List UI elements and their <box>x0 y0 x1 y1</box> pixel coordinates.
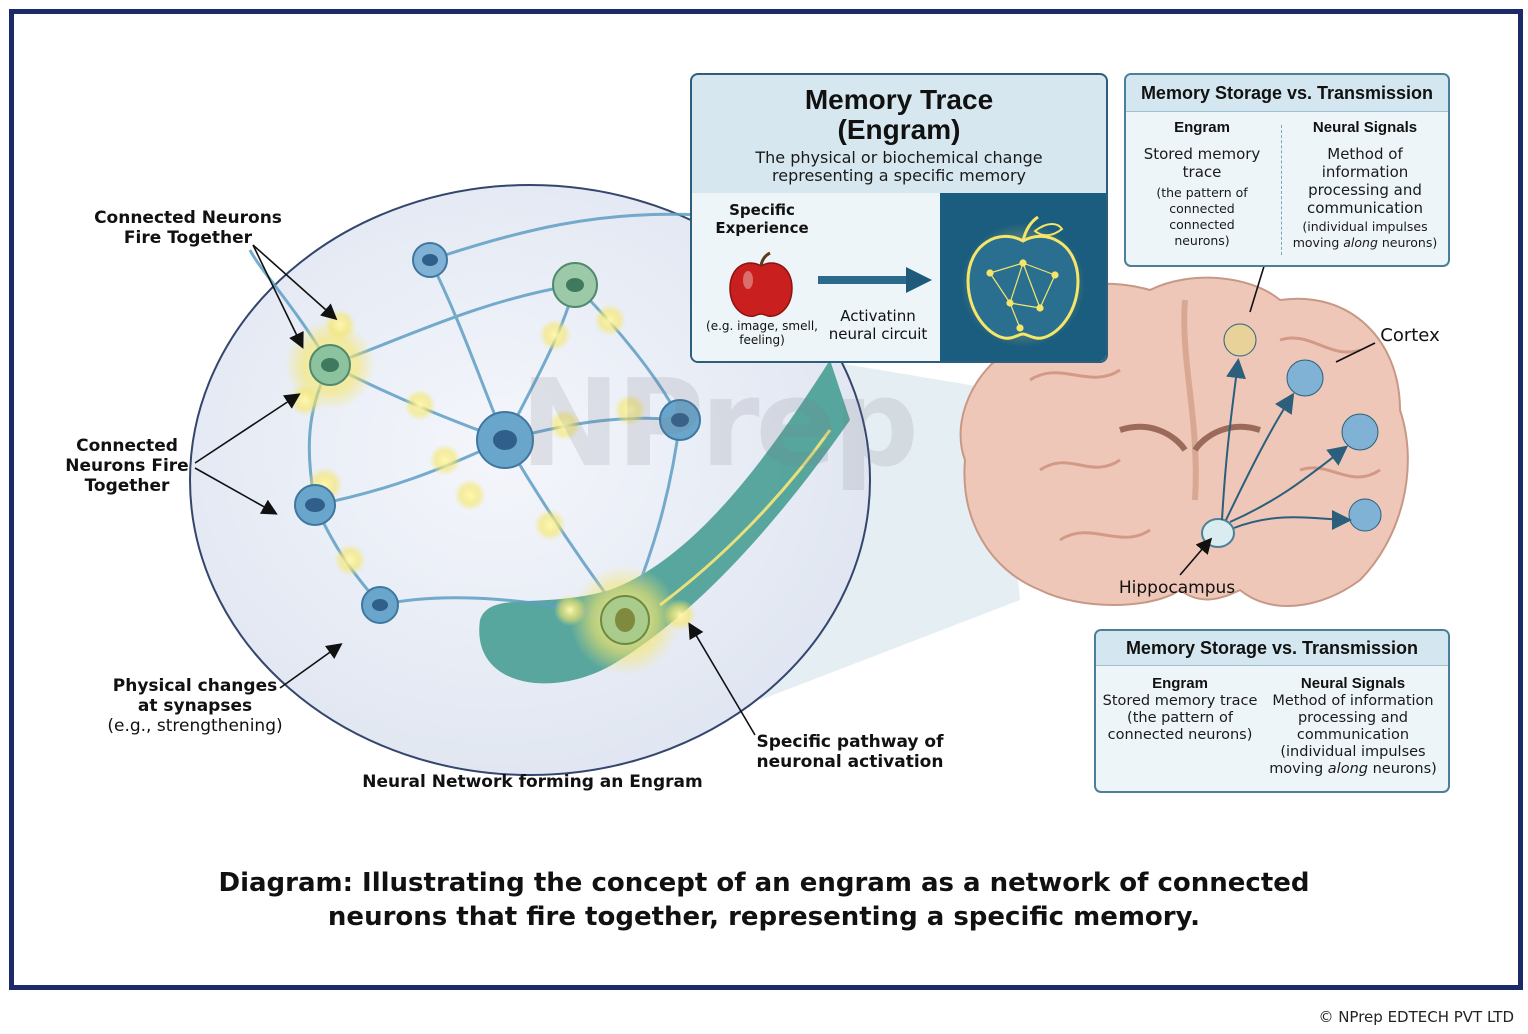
storage-bottom-signals-last-part1: moving <box>1269 761 1328 777</box>
label-connected-left: Connected Neurons Fire Together <box>65 436 189 496</box>
neuron-bodies <box>294 242 701 645</box>
storage-top-signals-sub-italic: along <box>1343 235 1378 250</box>
storage-bottom-signals-last: moving along neurons) <box>1264 761 1442 778</box>
hippocampus-projections <box>1221 358 1352 530</box>
memory-trace-title: Memory Trace (Engram) <box>692 85 1106 145</box>
storage-box-bottom: Memory Storage vs. Transmission Engram S… <box>1094 629 1450 793</box>
storage-bottom-engram-text: Stored memory trace (the pattern of conn… <box>1102 693 1258 743</box>
neuron-green-2 <box>552 262 598 308</box>
apple-icon <box>729 251 793 317</box>
neuron-blue-4 <box>294 484 336 526</box>
storage-bottom-signals-last-italic: along <box>1327 761 1368 777</box>
glowing-apple-icon <box>961 215 1085 347</box>
experience-example: (e.g. image, smell, feeling) <box>706 319 818 347</box>
storage-bottom-engram-heading: Engram <box>1152 675 1208 692</box>
storage-top-signals-main: Method of information processing and com… <box>1306 145 1423 217</box>
label-hippocampus: Hippocampus <box>1118 578 1236 598</box>
cortex-engram-clusters <box>1223 323 1382 532</box>
storage-top-engram-heading: Engram <box>1174 119 1230 136</box>
watermark-text: NPrep <box>520 355 919 494</box>
memory-trace-title-line2: (Engram) <box>837 114 961 145</box>
activation-label: Activatinn neural circuit <box>828 307 928 343</box>
storage-top-engram-main: Stored memory trace <box>1143 145 1261 181</box>
memory-trace-description: The physical or biochemical change repre… <box>755 148 1043 185</box>
specific-experience-label: Specific Experience <box>715 201 809 237</box>
engram-apple-panel <box>940 193 1106 361</box>
storage-top-signals-sub-part2: neurons) <box>1377 235 1438 250</box>
storage-box-top-divider <box>1281 125 1282 255</box>
neuron-blue-1 <box>412 242 448 278</box>
storage-box-top: Memory Storage vs. Transmission Engram S… <box>1124 73 1450 267</box>
storage-bottom-signals-heading: Neural Signals <box>1300 675 1406 692</box>
storage-top-signals-sub-part1: (individual impulses moving <box>1292 219 1428 250</box>
storage-box-top-title: Memory Storage vs. Transmission <box>1126 75 1448 112</box>
neuron-blue-3 <box>659 399 701 441</box>
storage-top-signals-heading: Neural Signals <box>1312 119 1418 136</box>
memory-trace-title-line1: Memory Trace <box>804 84 994 115</box>
activation-arrow-icon <box>818 267 932 293</box>
diagram-caption: Diagram: Illustrating the concept of an … <box>218 868 1310 932</box>
label-connected-top: Connected Neurons Fire Together <box>94 208 282 248</box>
copyright-notice: © NPrep EDTECH PVT LTD <box>1318 1008 1514 1026</box>
label-network-caption: Neural Network forming an Engram <box>362 772 703 792</box>
label-specific-pathway: Specific pathway of neuronal activation <box>756 732 944 772</box>
memory-trace-box: Memory Trace (Engram) The physical or bi… <box>690 73 1108 363</box>
neuron-blue-5 <box>361 586 399 624</box>
neuron-green-3 <box>600 595 650 645</box>
storage-bottom-signals-last-part2: neurons) <box>1367 761 1437 777</box>
storage-top-signals-sub: (individual impulses moving along neuron… <box>1286 219 1444 251</box>
annotation-arrows <box>194 244 1376 736</box>
label-physical-changes: Physical changes at synapses <box>112 676 278 716</box>
label-physical-changes-example: (e.g., strengthening) <box>107 716 283 736</box>
neuron-blue-2 <box>476 411 534 469</box>
label-cortex: Cortex <box>1380 325 1440 346</box>
storage-top-engram-sub: (the pattern of connected connected neur… <box>1156 185 1248 248</box>
storage-bottom-signals-text: Method of information processing and com… <box>1272 693 1434 760</box>
storage-box-bottom-title: Memory Storage vs. Transmission <box>1096 631 1448 666</box>
neuron-green-1 <box>309 344 351 386</box>
